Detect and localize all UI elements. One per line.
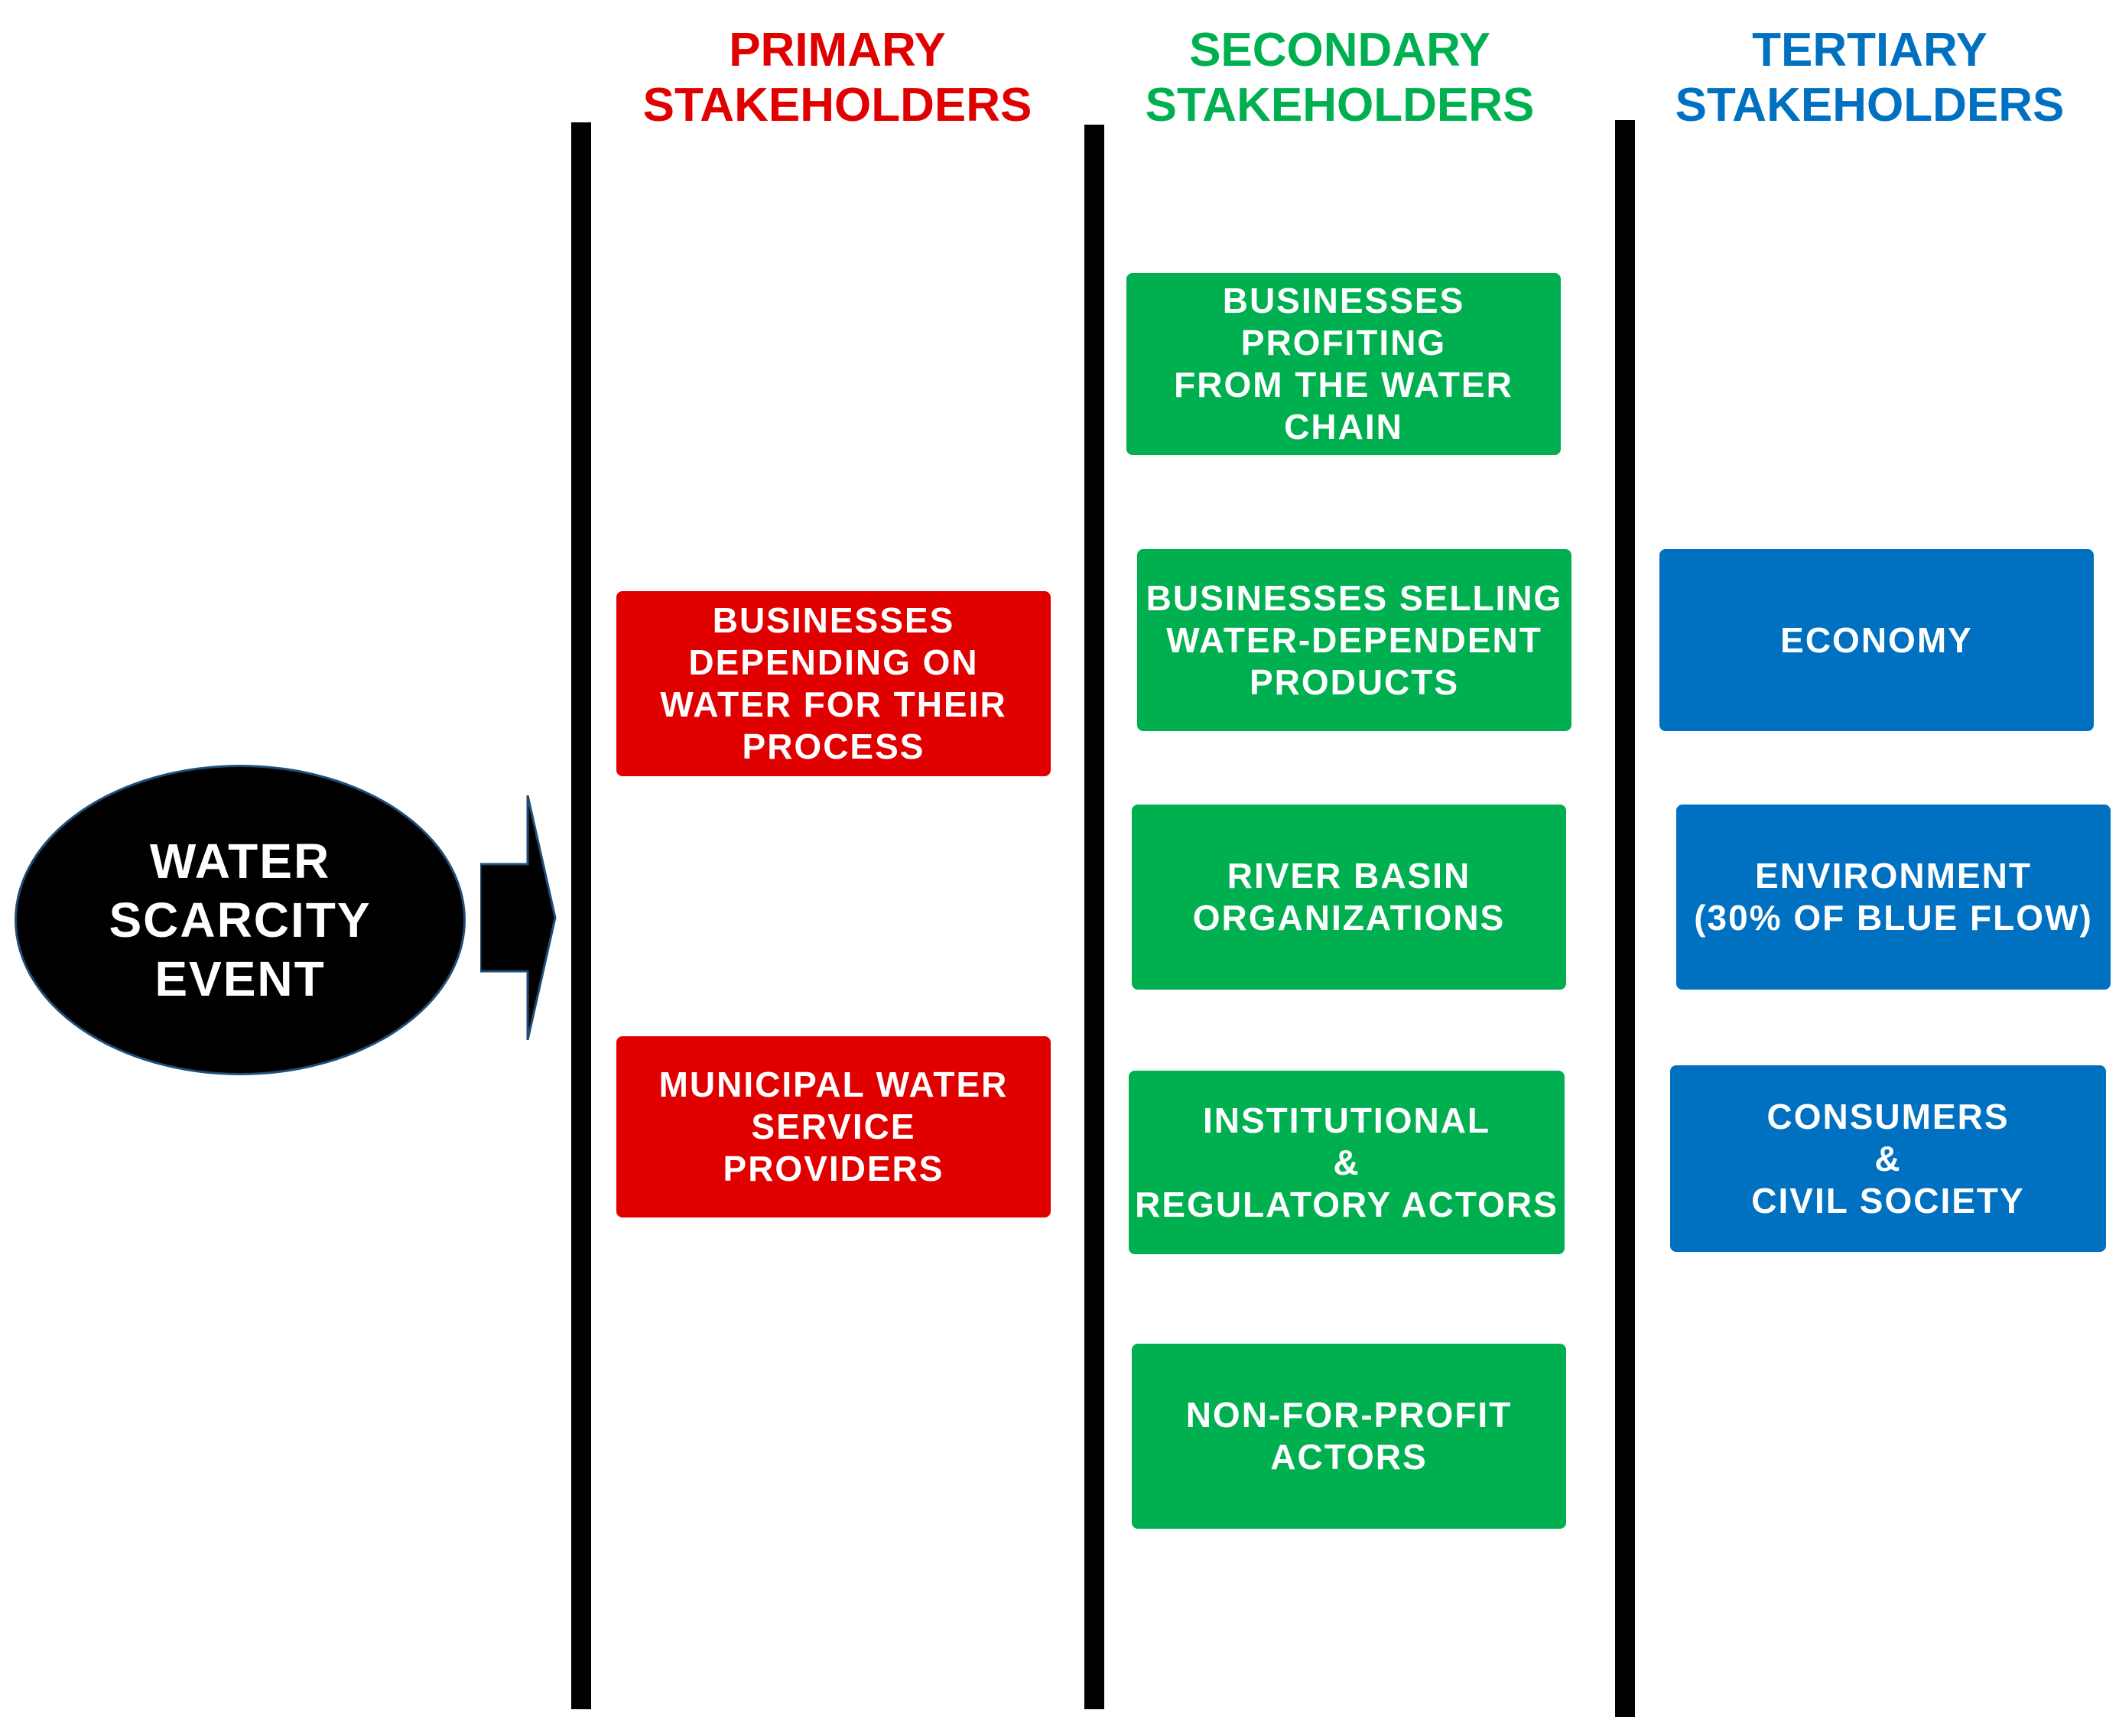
arrow-right-icon (480, 795, 557, 1040)
primary-header: PRIMARY STAKEHOLDERS (642, 24, 1032, 132)
primary-box-municipal-water: MUNICIPAL WATER SERVICE PROVIDERS (616, 1036, 1051, 1217)
secondary-header: SECONDARY STAKEHOLDERS (1145, 24, 1535, 132)
tertiary-box-consumers: CONSUMERS & CIVIL SOCIETY (1670, 1065, 2106, 1252)
secondary-box-non-for-profit: NON-FOR-PROFIT ACTORS (1132, 1344, 1566, 1529)
tertiary-header: TERTIARY STAKEHOLDERS (1675, 24, 2065, 132)
primary-box-businesses-depending: BUSINESSES DEPENDING ON WATER FOR THEIR … (616, 591, 1051, 776)
secondary-box-businesses-profiting: BUSINESSES PROFITING FROM THE WATER CHAI… (1126, 273, 1561, 455)
divider-line-3 (1615, 120, 1635, 1717)
water-scarcity-event: WATER SCARCITY EVENT (17, 767, 463, 1073)
secondary-box-river-basin: RIVER BASIN ORGANIZATIONS (1132, 805, 1566, 990)
divider-line-2 (1084, 125, 1104, 1709)
tertiary-box-environment: ENVIRONMENT (30% OF BLUE FLOW) (1676, 805, 2111, 990)
secondary-box-businesses-selling: BUSINESSES SELLING WATER-DEPENDENT PRODU… (1137, 549, 1571, 731)
divider-line-1 (571, 122, 591, 1709)
tertiary-box-economy: ECONOMY (1659, 549, 2094, 731)
secondary-box-institutional: INSTITUTIONAL & REGULATORY ACTORS (1129, 1071, 1565, 1254)
